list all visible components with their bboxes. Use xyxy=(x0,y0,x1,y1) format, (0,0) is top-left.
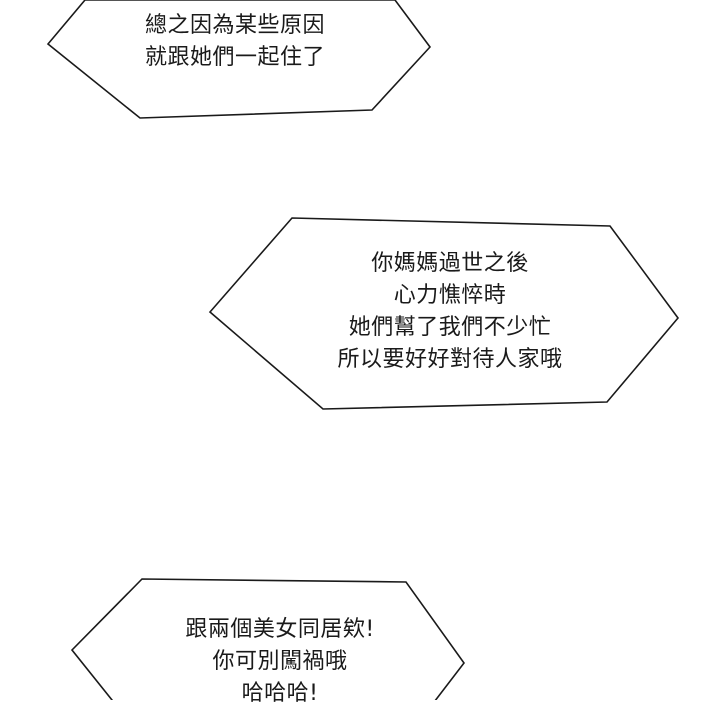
speech-line: 哈哈哈! xyxy=(241,681,319,706)
speech-bubble-1-text: 總之因為某些原因 就跟她們一起住了 xyxy=(120,10,350,74)
speech-bubble-2 xyxy=(208,217,680,410)
speech-bubble-3-text: 跟兩個美女同居欸! 你可別闖禍哦 哈哈哈! xyxy=(150,614,410,710)
speech-line: 你媽媽過世之後 xyxy=(371,251,529,276)
speech-line: 她們幫了我們不少忙 xyxy=(348,315,552,340)
speech-bubble-1 xyxy=(46,0,432,119)
speech-line: 就跟她們一起住了 xyxy=(144,45,325,70)
speech-line: 跟兩個美女同居欸! xyxy=(185,617,375,642)
speech-bubble-3 xyxy=(70,578,465,710)
speech-line: 總之因為某些原因 xyxy=(144,13,325,38)
speech-bubble-2-text: 你媽媽過世之後 心力憔悴時 她們幫了我們不少忙 所以要好好對待人家哦 xyxy=(300,248,600,376)
speech-line: 所以要好好對待人家哦 xyxy=(337,347,563,372)
speech-line: 你可別闖禍哦 xyxy=(212,649,348,674)
speech-line: 心力憔悴時 xyxy=(393,283,507,308)
